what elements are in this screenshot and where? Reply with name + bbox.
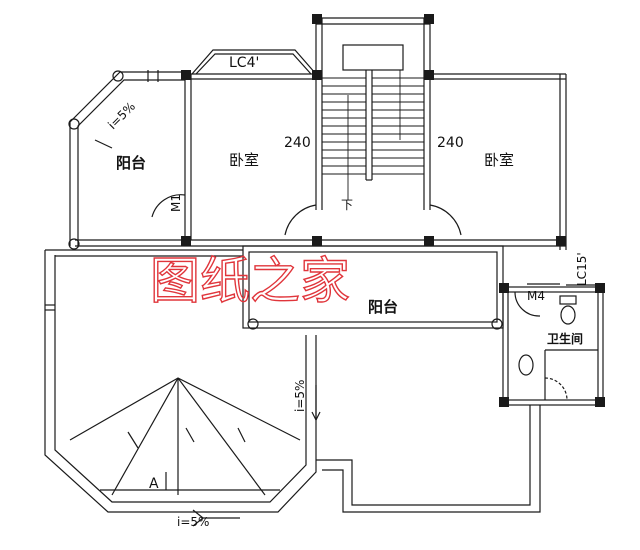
balcony-center-label: 阳台 bbox=[368, 298, 398, 316]
bay-window-top bbox=[191, 49, 317, 75]
roof-slope-right-label: i=5% bbox=[293, 380, 307, 412]
leader-lines bbox=[527, 283, 603, 286]
bedroom-left-walls bbox=[184, 18, 323, 240]
stair-walls bbox=[316, 17, 431, 210]
roof-slope-bottom-label: i=5% bbox=[177, 515, 209, 529]
railing-posts bbox=[68, 70, 503, 330]
roof-outline bbox=[44, 249, 541, 513]
toilet bbox=[559, 295, 577, 325]
bedroom-right-label: 卧室 bbox=[484, 151, 514, 169]
dimension-left: 240 bbox=[284, 135, 311, 151]
bedroom-right-walls bbox=[430, 73, 567, 250]
door-bath-label: M4 bbox=[527, 289, 545, 303]
stair-door-arcs bbox=[284, 204, 462, 236]
window-right-label: LC15' bbox=[575, 252, 589, 286]
window-top-label: LC4' bbox=[229, 55, 259, 71]
section-mark: A bbox=[149, 476, 159, 492]
slope-arrows bbox=[94, 139, 321, 527]
watermark-text: 图纸之家 bbox=[150, 252, 350, 310]
balcony-left-label: 阳台 bbox=[116, 154, 146, 172]
dimension-right: 240 bbox=[437, 135, 464, 151]
hip-roof bbox=[69, 377, 301, 496]
stair-down-label: 下 bbox=[341, 198, 353, 212]
bathroom-label: 卫生间 bbox=[547, 331, 583, 346]
bedroom-left-label: 卧室 bbox=[229, 151, 259, 169]
wall-posts bbox=[181, 14, 605, 407]
stair-steps bbox=[322, 70, 424, 200]
bathroom-walls bbox=[502, 286, 604, 406]
door-left-label: M1 bbox=[169, 194, 183, 212]
balcony-left-railing bbox=[69, 70, 186, 246]
balcony-slope-label: i=5% bbox=[105, 99, 138, 132]
